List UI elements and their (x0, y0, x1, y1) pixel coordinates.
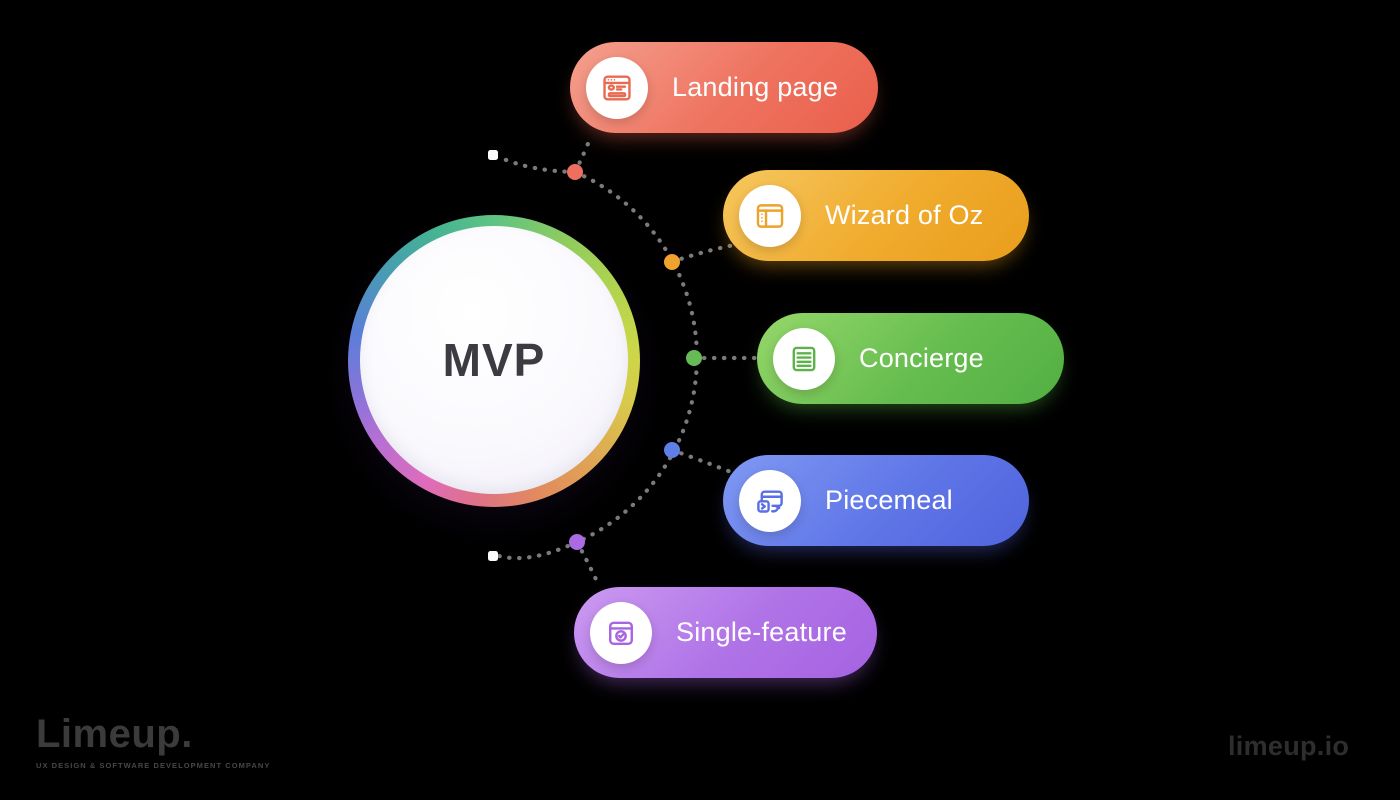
node-label: Wizard of Oz (825, 200, 984, 230)
node-label: Landing page (672, 72, 839, 102)
branch-dot-single (569, 534, 585, 550)
mvp-center-label: MVP (442, 334, 546, 386)
node-single-feature[interactable]: Single-feature (574, 587, 877, 678)
branch-dot-concierge (686, 350, 702, 366)
mvp-center-node[interactable]: MVP (348, 215, 640, 507)
logo-tagline: UX DESIGN & SOFTWARE DEVELOPMENT COMPANY (36, 761, 271, 770)
branch-dot-piecemeal (664, 442, 680, 458)
branch-dot-landing (567, 164, 583, 180)
node-label: Single-feature (676, 617, 847, 647)
window-refresh-icon (739, 469, 801, 532)
logo-wordmark: Limeup. (36, 712, 193, 756)
connector-piecemeal (669, 447, 734, 475)
connector-stub-bottom (496, 539, 580, 561)
list-lines-icon (773, 327, 835, 390)
line-end-square-top (488, 150, 498, 160)
line-end-square-bottom (488, 551, 498, 561)
browser-window-icon (586, 56, 648, 119)
connector-landing (572, 133, 594, 175)
node-landing-page[interactable]: Landing page (570, 42, 878, 133)
node-concierge[interactable]: Concierge (757, 313, 1064, 404)
node-wizard-of-oz[interactable]: Wizard of Oz (723, 170, 1029, 261)
mvp-center-face: MVP (360, 226, 628, 494)
branch-dot-wizard (664, 254, 680, 270)
node-piecemeal[interactable]: Piecemeal (723, 455, 1029, 546)
window-sidebar-icon (739, 184, 801, 247)
node-label: Piecemeal (825, 485, 953, 515)
limeup-logo: Limeup. UX DESIGN & SOFTWARE DEVELOPMENT… (36, 712, 270, 770)
connector-single (574, 539, 602, 589)
connector-wizard (669, 242, 737, 265)
window-check-icon (590, 601, 652, 664)
connector-stub-top (496, 154, 578, 175)
website-link[interactable]: limeup.io (1228, 731, 1350, 761)
node-label: Concierge (859, 343, 984, 373)
